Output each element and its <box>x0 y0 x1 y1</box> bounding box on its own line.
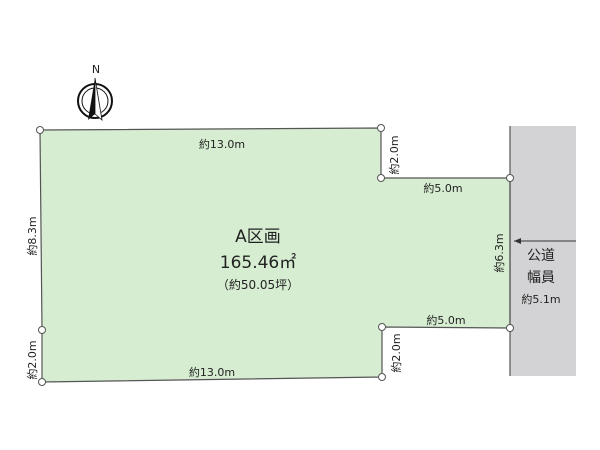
boundary-point <box>377 174 385 182</box>
public-road <box>510 126 576 376</box>
plot-a-boundary <box>39 127 511 383</box>
boundary-point <box>506 324 514 332</box>
boundary-point <box>378 373 386 381</box>
plot-area: 165.46㎡ <box>220 253 296 273</box>
plot-name: A区画 <box>235 227 281 247</box>
dim-right-lower: 約5.0m <box>426 313 465 327</box>
dim-left: 約8.3m <box>25 216 39 255</box>
north-arrow-icon: N <box>77 63 113 122</box>
road-label-line2: 幅員 <box>527 270 555 286</box>
dim-right-upper: 約5.0m <box>423 181 462 195</box>
dim-bottom: 約13.0m <box>189 365 235 379</box>
road-width: 約5.1m <box>521 292 560 306</box>
dim-top-right-step: 約2.0m <box>387 135 401 174</box>
road-label-line1: 公道 <box>527 248 555 264</box>
boundary-point <box>38 378 46 386</box>
plot-area-tsubo: （約50.05坪） <box>217 277 299 292</box>
boundary-point <box>378 323 386 331</box>
boundary-point <box>36 126 44 134</box>
boundary-point <box>506 174 514 182</box>
boundary-markers <box>36 124 514 386</box>
boundary-point <box>377 124 385 132</box>
dim-right-side: 約6.3m <box>492 233 506 272</box>
dim-left-lower: 約2.0m <box>25 340 39 379</box>
dim-top: 約13.0m <box>199 137 245 151</box>
svg-text:N: N <box>92 63 100 76</box>
boundary-point <box>38 326 46 334</box>
arrow-head-icon <box>514 238 521 244</box>
dim-bottom-right-step: 約2.0m <box>389 333 403 372</box>
